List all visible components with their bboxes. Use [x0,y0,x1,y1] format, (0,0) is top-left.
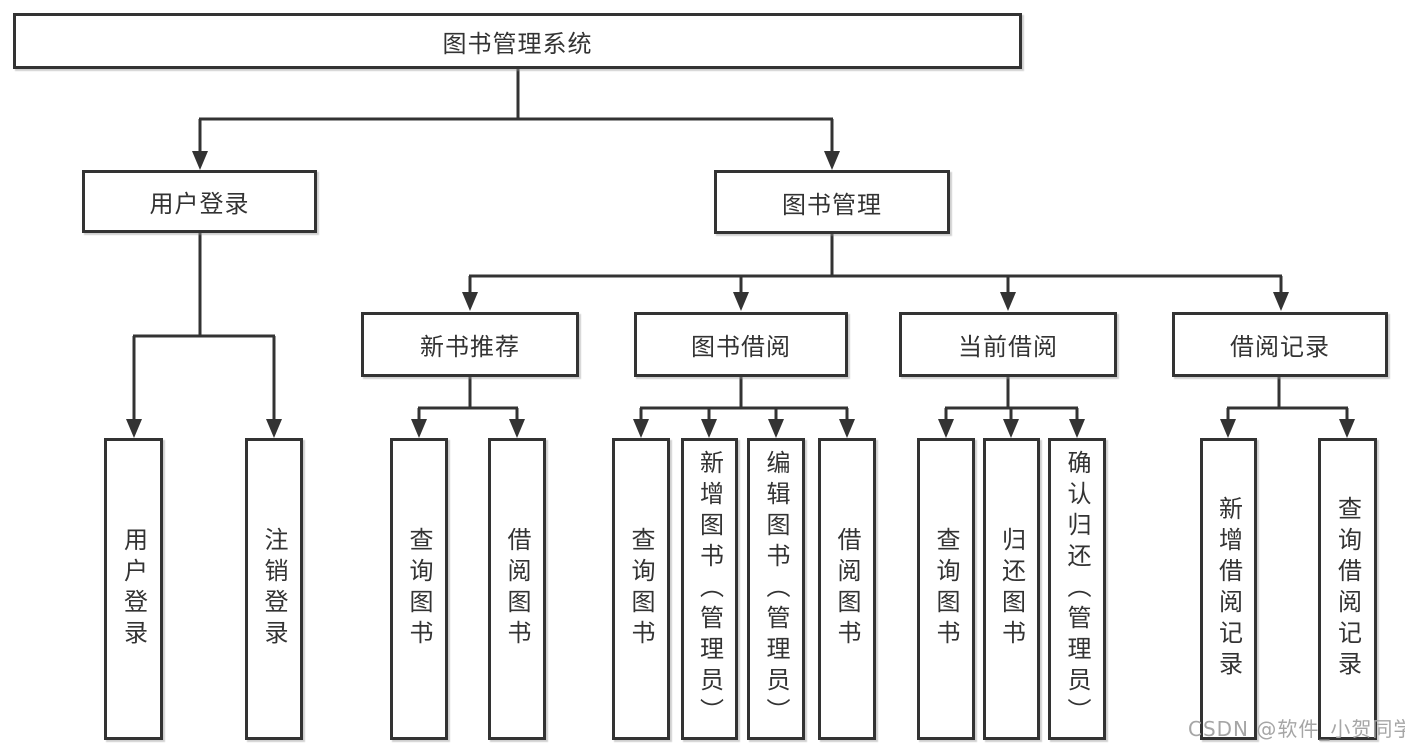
node-new-book-recommend: 新书推荐 [361,312,579,377]
leaf-borrowing-query-books-label: 查询图书 [627,527,655,651]
node-book-borrowing-label: 图书借阅 [691,333,791,361]
leaf-add-borrow-record: 新增借阅记录 [1200,438,1257,740]
leaf-confirm-return-admin-label: 确认归还（管理员） [1063,449,1091,729]
leaf-borrowing-query-books: 查询图书 [612,438,670,740]
leaf-borrowing-borrow-books: 借阅图书 [818,438,876,740]
leaf-recommend-query-books: 查询图书 [390,438,448,740]
node-new-book-recommend-label: 新书推荐 [420,333,520,361]
node-borrowing-records-label: 借阅记录 [1230,333,1330,361]
node-current-borrowing-label: 当前借阅 [958,333,1058,361]
leaf-confirm-return-admin: 确认归还（管理员） [1048,438,1106,740]
leaf-borrowing-borrow-books-label: 借阅图书 [833,527,861,651]
leaf-user-login: 用户登录 [104,438,163,740]
node-user-login-label: 用户登录 [149,190,250,218]
leaf-add-books-admin-label: 新增图书（管理员） [695,449,724,729]
leaf-return-books-label: 归还图书 [997,527,1026,651]
node-book-management-label: 图书管理 [782,190,882,219]
leaf-current-query-books-label: 查询图书 [932,527,960,651]
leaf-return-books: 归还图书 [983,438,1040,740]
leaf-user-login-label: 用户登录 [119,527,148,651]
node-book-management: 图书管理 [714,170,950,234]
node-current-borrowing: 当前借阅 [899,312,1117,377]
node-book-borrowing: 图书借阅 [634,312,848,377]
leaf-recommend-borrow-books-label: 借阅图书 [503,527,531,651]
leaf-logout: 注销登录 [245,438,303,740]
leaf-recommend-borrow-books: 借阅图书 [488,438,546,740]
leaf-current-query-books: 查询图书 [917,438,975,740]
node-user-login: 用户登录 [82,170,317,233]
leaf-edit-books-admin-label: 编辑图书（管理员） [762,449,790,729]
leaf-edit-books-admin: 编辑图书（管理员） [747,438,805,740]
watermark-text: CSDN @软件_小贺同学 [1188,717,1405,741]
leaf-recommend-query-books-label: 查询图书 [405,527,433,651]
node-root-system: 图书管理系统 [13,13,1022,69]
node-root-system-label: 图书管理系统 [442,29,593,58]
leaf-add-borrow-record-label: 新增借阅记录 [1214,496,1243,682]
node-borrowing-records: 借阅记录 [1172,312,1388,377]
leaf-logout-label: 注销登录 [260,527,288,651]
leaf-query-borrow-record-label: 查询借阅记录 [1333,496,1362,682]
arrowheads [126,151,1355,438]
leaf-query-borrow-record: 查询借阅记录 [1318,438,1377,740]
leaf-add-books-admin: 新增图书（管理员） [681,438,738,740]
